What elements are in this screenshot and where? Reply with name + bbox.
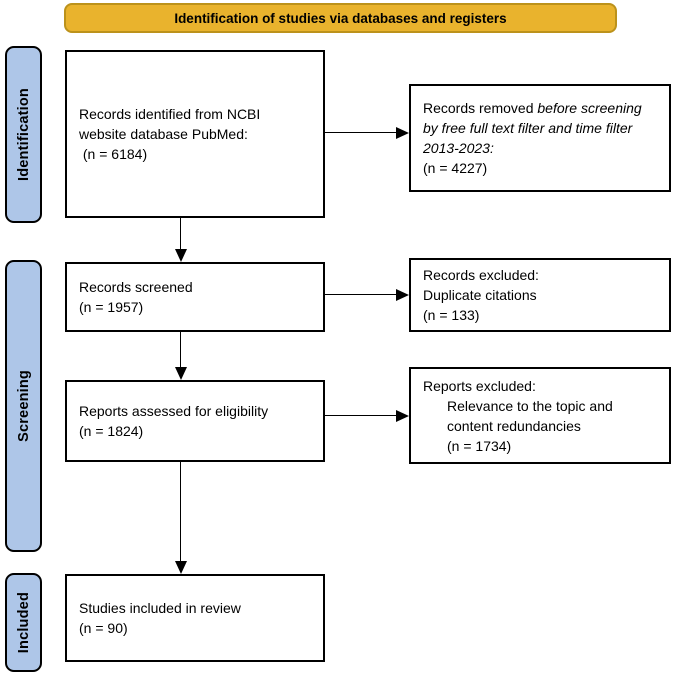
box-records-removed: Records removed before screening by free… xyxy=(409,84,671,192)
stage-label-identification-text: Identification xyxy=(15,87,32,182)
box-records-identified-line2: website database PubMed: xyxy=(79,126,248,142)
arrow-assessed-to-excluded-head-icon xyxy=(396,410,409,422)
box-studies-included: Studies included in review (n = 90) xyxy=(65,574,325,662)
box-records-screened: Records screened (n = 1957) xyxy=(65,262,325,332)
box-records-identified-count: (n = 6184) xyxy=(79,146,148,162)
stage-label-included-text: Included xyxy=(15,591,32,654)
arrow-screened-to-excluded-head-icon xyxy=(396,289,409,301)
box-records-screened-line1: Records screened xyxy=(79,279,193,295)
box-reports-excluded: Reports excluded: Relevance to the topic… xyxy=(409,367,671,464)
box-records-removed-prefix: Records removed xyxy=(423,100,538,116)
arrow-screened-to-excluded-line xyxy=(325,294,397,295)
stage-label-screening: Screening xyxy=(5,260,42,552)
box-records-excluded-line1: Records excluded: xyxy=(423,267,539,283)
box-reports-excluded-count: (n = 1734) xyxy=(447,437,512,454)
arrow-assessed-to-included-line xyxy=(180,462,181,562)
box-records-screened-count: (n = 1957) xyxy=(79,299,144,315)
box-studies-included-line1: Studies included in review xyxy=(79,600,241,616)
box-records-identified-line1: Records identified from NCBI xyxy=(79,106,261,122)
box-records-excluded: Records excluded: Duplicate citations (n… xyxy=(409,258,671,332)
box-reports-excluded-title: Reports excluded: xyxy=(423,377,536,394)
box-records-removed-italic: before screening by free full text filte… xyxy=(423,100,646,156)
arrow-assessed-to-included-head-icon xyxy=(175,561,187,574)
box-records-removed-count: (n = 4227) xyxy=(423,160,488,176)
stage-label-identification: Identification xyxy=(5,46,42,223)
box-records-excluded-line2: Duplicate citations xyxy=(423,287,537,303)
arrow-screened-to-assessed-line xyxy=(180,332,181,368)
banner-title: Identification of studies via databases … xyxy=(174,10,507,26)
box-reports-excluded-reason2: content redundancies xyxy=(447,417,581,434)
arrow-identified-to-screened-head-icon xyxy=(175,249,187,262)
box-records-excluded-count: (n = 133) xyxy=(423,307,480,323)
box-records-identified: Records identified from NCBI website dat… xyxy=(65,50,325,218)
arrow-assessed-to-excluded-line xyxy=(325,415,397,416)
box-studies-included-count: (n = 90) xyxy=(79,620,128,636)
arrow-identified-to-removed-line xyxy=(325,132,397,133)
box-reports-assessed-line1: Reports assessed for eligibility xyxy=(79,403,269,419)
banner: Identification of studies via databases … xyxy=(64,3,617,33)
box-reports-assessed-count: (n = 1824) xyxy=(79,423,144,439)
box-reports-excluded-reason1: Relevance to the topic and xyxy=(447,397,613,414)
box-reports-assessed: Reports assessed for eligibility (n = 18… xyxy=(65,380,325,462)
arrow-identified-to-removed-head-icon xyxy=(396,127,409,139)
arrow-identified-to-screened-line xyxy=(180,218,181,251)
box-records-removed-text: Records removed before screening by free… xyxy=(423,98,657,158)
stage-label-included: Included xyxy=(5,573,42,672)
stage-label-screening-text: Screening xyxy=(15,370,32,442)
arrow-screened-to-assessed-head-icon xyxy=(175,367,187,380)
